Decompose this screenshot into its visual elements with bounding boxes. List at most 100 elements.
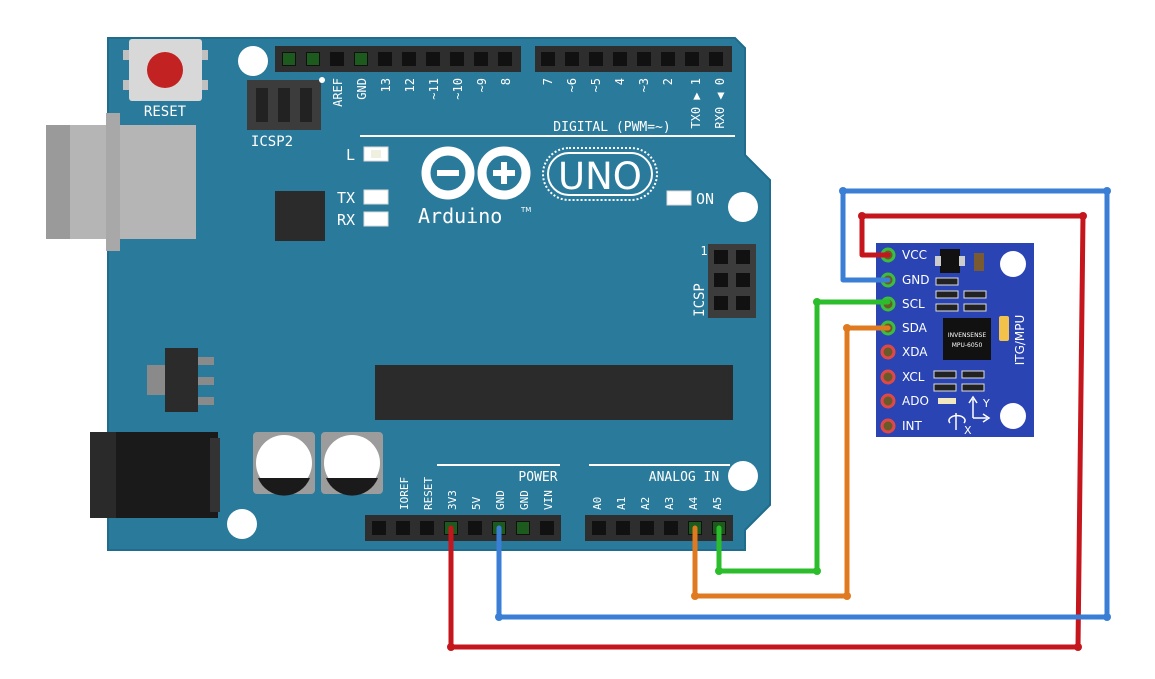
wire-joints — [447, 187, 1111, 651]
smd-components — [933, 249, 1009, 404]
pin-label: A3 — [663, 497, 676, 510]
pin-label: 2 — [661, 78, 675, 85]
voltage-regulator — [147, 348, 214, 412]
module-pin-labels: VCC GND SCL SDA XDA XCL ADO INT — [902, 248, 930, 433]
pin-label: SCL — [902, 297, 925, 311]
capacitor — [253, 432, 315, 496]
mounting-hole — [728, 461, 758, 491]
board-pcb — [107, 37, 771, 551]
pin-label: XDA — [902, 345, 928, 359]
led-l-label: L — [346, 146, 355, 164]
mpu6050-chip — [943, 318, 991, 360]
pin-xda — [880, 344, 896, 360]
pin-label: ~11 — [427, 78, 441, 100]
usb-chip — [275, 191, 325, 241]
pin-label: XCL — [902, 370, 925, 384]
pin-label: ADO — [902, 394, 929, 408]
pin-label: 4 — [613, 78, 627, 85]
led-on-label: ON — [696, 190, 714, 208]
power-jack — [90, 432, 220, 518]
pin-label: A1 — [615, 497, 628, 510]
led-on — [666, 190, 692, 206]
axis-y-label: Y — [982, 397, 990, 410]
pin-label: 8 — [499, 78, 513, 85]
pin-label: 3V3 — [446, 490, 459, 510]
pin-label: INT — [902, 419, 923, 433]
mounting-hole — [1000, 403, 1026, 429]
axis-x-label: X — [964, 424, 972, 437]
mounting-hole — [728, 192, 758, 222]
pin-label: GND — [518, 490, 531, 510]
pin-label: TX0 ▶ 1 — [689, 78, 703, 129]
reset-label: RESET — [144, 104, 187, 120]
usb-connector — [46, 113, 196, 251]
pin-label: ~10 — [451, 78, 465, 100]
mpu6050-module: VCC GND SCL SDA XDA XCL ADO INT — [876, 243, 1034, 437]
pin-label: SDA — [902, 321, 928, 335]
analog-header — [585, 515, 733, 541]
icsp-label: ICSP — [692, 283, 708, 317]
pin-label: A4 — [687, 496, 700, 510]
module-side-label: ITG/MPU — [1013, 315, 1027, 366]
pin-int — [880, 418, 896, 434]
pin-label: 12 — [403, 78, 417, 92]
led-l — [363, 146, 389, 162]
mounting-hole — [227, 509, 257, 539]
icsp-header — [708, 244, 756, 318]
uno-model-label: UNO — [558, 155, 642, 198]
pin-label: GND — [355, 78, 369, 100]
pin-label: A2 — [639, 497, 652, 510]
uno-badge — [542, 147, 658, 201]
trademark-mark: TM — [520, 206, 531, 214]
arduino-logo-text: Arduino — [418, 204, 502, 228]
pin-label: ~6 — [565, 78, 579, 92]
pin-label: VIN — [542, 490, 555, 510]
crystal — [999, 316, 1009, 341]
analog-label: ANALOG IN — [649, 470, 719, 485]
pin-label: 13 — [379, 78, 393, 92]
digital-label: DIGITAL (PWM=~) — [553, 120, 670, 135]
arduino-logo-icon — [421, 146, 531, 200]
mounting-hole — [238, 46, 268, 76]
pin-label: A0 — [591, 497, 604, 510]
led-rx-label: RX — [337, 211, 355, 229]
digital-pin-labels: AREF GND 13 12 ~11 ~10 ~9 8 7 ~6 ~5 4 ~3… — [331, 78, 727, 129]
led-rx — [363, 211, 389, 227]
chip-label-vendor: INVENSENSE — [948, 332, 987, 339]
icsp2-label: ICSP2 — [251, 134, 293, 150]
pin-label: 5V — [470, 496, 483, 510]
reset-button[interactable] — [123, 39, 208, 101]
pin-label: A5 — [711, 497, 724, 510]
pin-label: AREF — [331, 78, 345, 107]
led-tx-label: TX — [337, 189, 355, 207]
capacitor — [321, 432, 383, 496]
icsp-pin1-label: 1 — [700, 244, 707, 258]
power-header — [365, 515, 561, 541]
pin-label: VCC — [902, 248, 927, 262]
pin-label: GND — [902, 273, 930, 287]
pin-label: RESET — [422, 477, 435, 510]
pin-label: RX0 ◀ 0 — [713, 78, 727, 129]
pin-label: ~3 — [637, 78, 651, 92]
pin-label: IOREF — [398, 477, 411, 510]
pin-ado — [880, 393, 896, 409]
digital-header-right — [535, 46, 732, 72]
arduino-uno-board: RESET ICSP2 — [46, 37, 771, 551]
module-pins — [880, 247, 896, 434]
power-pin-labels: IOREF RESET 3V3 5V GND GND VIN — [398, 477, 555, 510]
atmega-chip — [375, 365, 733, 420]
analog-pin-labels: A0 A1 A2 A3 A4 A5 — [591, 496, 724, 510]
mounting-hole — [1000, 251, 1026, 277]
pin-label: ~5 — [589, 78, 603, 92]
chip-label-model: MPU-6050 — [952, 342, 983, 349]
reset-button-cap[interactable] — [147, 52, 183, 88]
icsp2-header — [247, 77, 325, 130]
pin-label: 7 — [541, 78, 555, 85]
pin-label: ~9 — [475, 78, 489, 92]
pin-label: GND — [494, 490, 507, 510]
digital-header-left — [275, 46, 521, 72]
power-label: POWER — [518, 470, 557, 485]
axis-indicator-icon — [948, 395, 991, 430]
pin-xcl — [880, 369, 896, 385]
